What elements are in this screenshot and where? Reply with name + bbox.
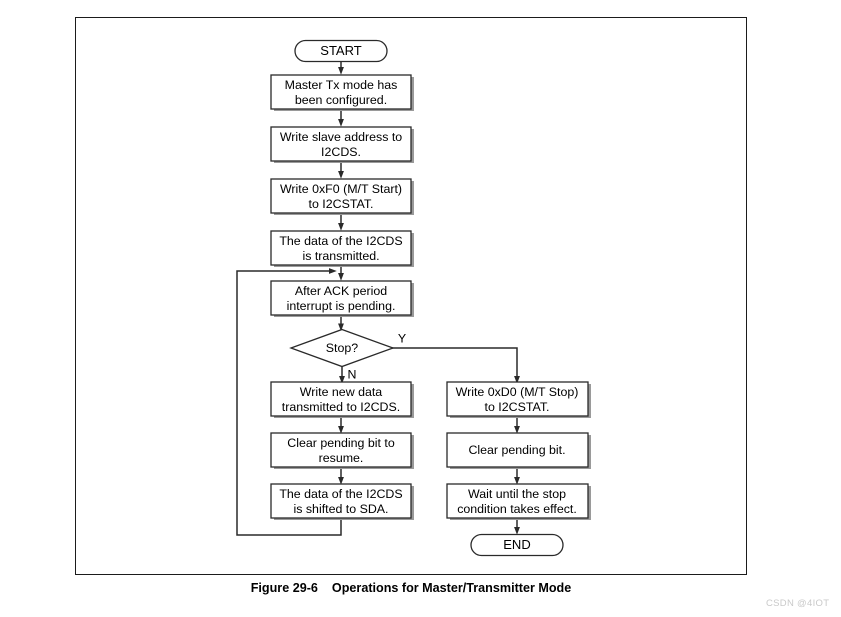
node-clear-pending-label: Clear pending bit. [468,443,565,457]
node-end-label: END [503,537,530,552]
edge-stop-yes-to-write-d0 [392,347,521,384]
edge-shift-sda-feedback-loop-to-after-ack [236,267,342,536]
node-clear-resume-line2: resume. [319,451,364,465]
node-write-0xf0-start[interactable]: Write 0xF0 (M/T Start) to I2CSTAT. [270,178,414,215]
node-clear-pending-resume[interactable]: Clear pending bit to resume. [270,432,414,469]
node-master-tx-line1: Master Tx mode has [285,78,398,92]
node-start-label: START [320,43,361,58]
figure-caption-title: Operations for Master/Transmitter Mode [331,581,572,595]
node-write-d0-line1: Write 0xD0 (M/T Stop) [456,385,579,399]
node-end[interactable]: END [470,533,564,557]
node-stop-decision[interactable]: Stop? [289,328,395,368]
node-write-0xd0-stop[interactable]: Write 0xD0 (M/T Stop) to I2CSTAT. [446,381,591,418]
node-wait-stop-condition[interactable]: Wait until the stop condition takes effe… [446,483,591,520]
node-master-tx-configured[interactable]: Master Tx mode has been configured. [270,74,414,111]
branch-label-yes: Y [398,331,406,345]
node-data-tx-line2: is transmitted. [302,249,379,263]
node-clear-pending-bit[interactable]: Clear pending bit. [446,432,591,469]
node-after-ack-pending[interactable]: After ACK period interrupt is pending. [270,280,414,317]
node-master-tx-line2: been configured. [295,93,387,107]
node-write-f0-line1: Write 0xF0 (M/T Start) [280,182,402,196]
node-data-transmitted[interactable]: The data of the I2CDS is transmitted. [270,230,414,267]
node-after-ack-line1: After ACK period [295,284,387,298]
node-shift-sda-line2: is shifted to SDA. [293,502,388,516]
node-write-new-data[interactable]: Write new data transmitted to I2CDS. [270,381,414,418]
figure-caption: Figure 29-6 Operations for Master/Transm… [75,581,747,595]
branch-label-no: N [348,367,357,381]
node-write-slave-address[interactable]: Write slave address to I2CDS. [270,126,414,163]
node-stop-decision-label: Stop? [326,341,358,355]
node-write-f0-line2: to I2CSTAT. [309,197,374,211]
node-wait-stop-line2: condition takes effect. [457,502,577,516]
node-write-new-line2: transmitted to I2CDS. [282,400,400,414]
node-clear-resume-line1: Clear pending bit to [287,436,395,450]
node-after-ack-line2: interrupt is pending. [287,299,396,313]
node-start[interactable]: START [294,39,388,63]
node-write-slave-line2: I2CDS. [321,145,361,159]
node-wait-stop-line1: Wait until the stop [468,487,566,501]
figure-caption-number: Figure 29-6 [250,581,318,595]
node-data-shifted-sda[interactable]: The data of the I2CDS is shifted to SDA. [270,483,414,520]
node-write-d0-line2: to I2CSTAT. [485,400,550,414]
node-write-slave-line1: Write slave address to [280,130,402,144]
node-shift-sda-line1: The data of the I2CDS [279,487,402,501]
watermark: CSDN @4IOT [766,598,830,609]
node-data-tx-line1: The data of the I2CDS [279,234,402,248]
node-write-new-line1: Write new data [300,385,383,399]
